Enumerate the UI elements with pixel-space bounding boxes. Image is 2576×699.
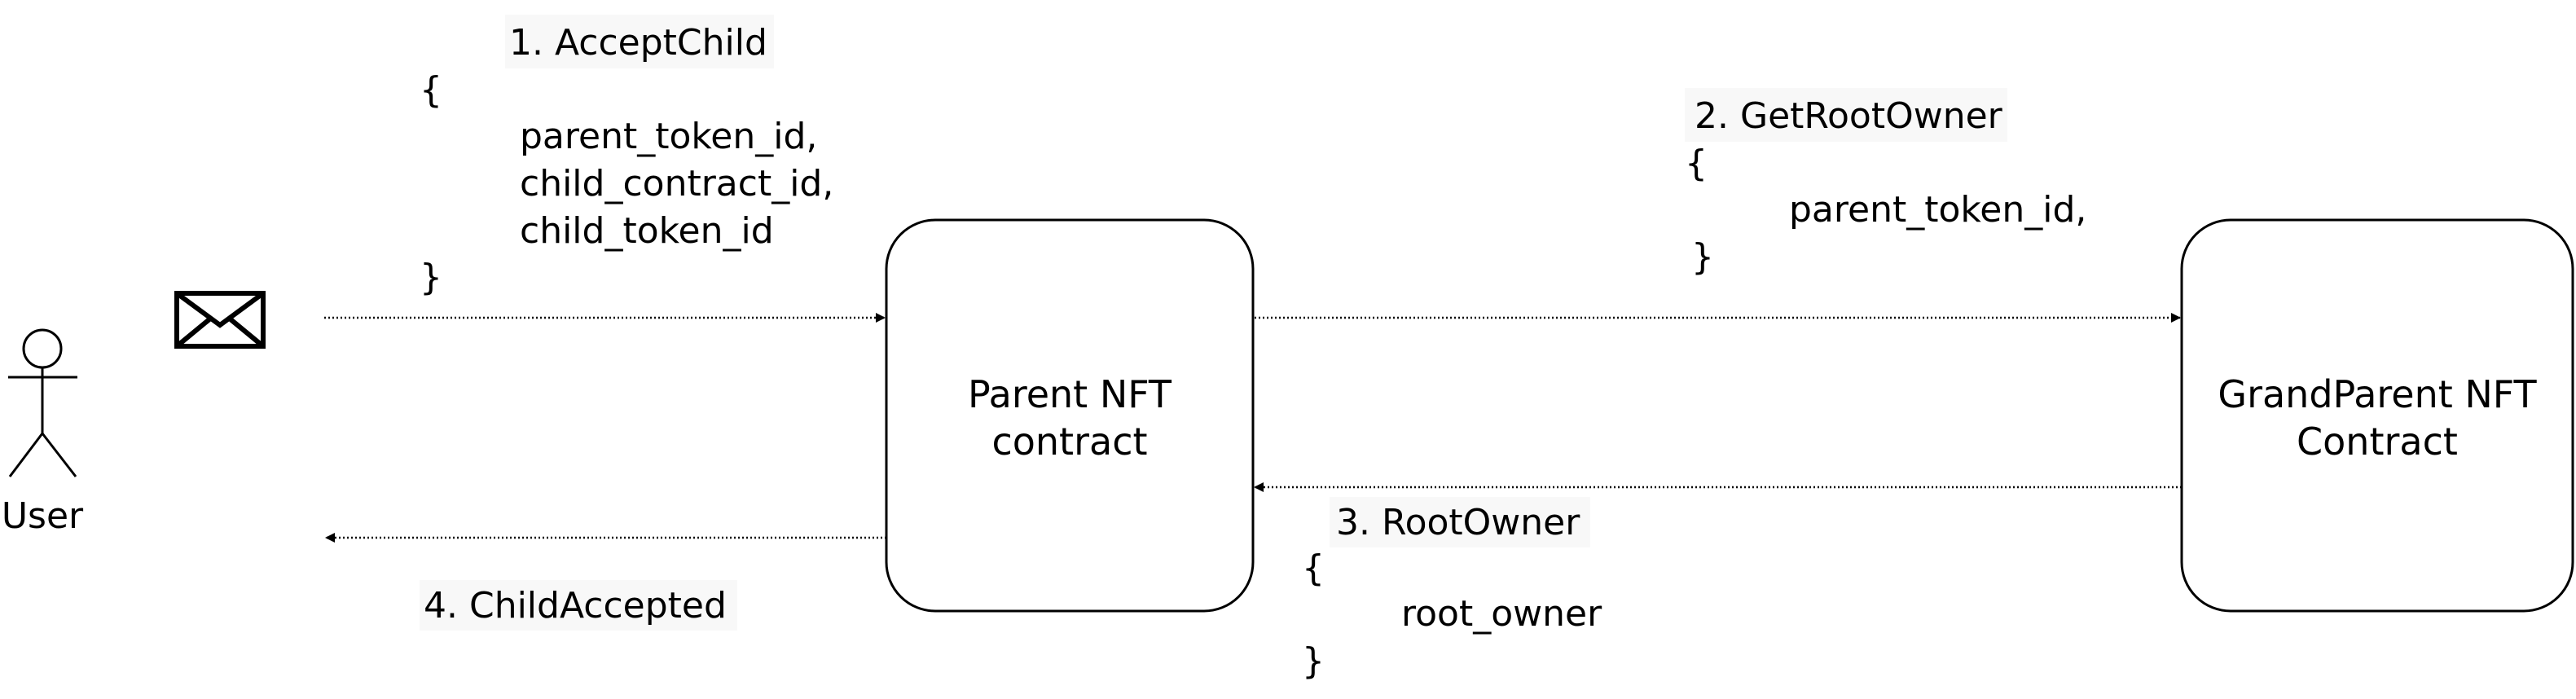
message-root-owner: 3. RootOwner { root_owner } xyxy=(1302,497,1602,682)
user-label: User xyxy=(2,495,84,537)
get-root-owner-field: parent_token_id, xyxy=(1789,189,2086,231)
stick-figure-icon xyxy=(8,328,77,477)
root-owner-field: root_owner xyxy=(1401,593,1602,635)
accept-child-open-brace: { xyxy=(420,69,442,111)
get-root-owner-open-brace: { xyxy=(1685,143,1708,184)
root-owner-title: 3. RootOwner xyxy=(1336,502,1580,543)
accept-child-field: child_token_id xyxy=(520,210,774,252)
message-get-root-owner: 2. GetRootOwner { parent_token_id, } xyxy=(1685,88,2086,278)
parent-nft-contract-node: Parent NFT contract xyxy=(885,218,1255,613)
get-root-owner-close-brace: } xyxy=(1691,236,1714,278)
root-owner-open-brace: { xyxy=(1302,547,1325,589)
user-actor: User xyxy=(2,328,84,537)
accept-child-title: 1. AcceptChild xyxy=(509,22,767,64)
parent-node-label-line1: Parent NFT xyxy=(968,372,1172,416)
accept-child-close-brace: } xyxy=(420,257,442,298)
accept-child-field: parent_token_id, xyxy=(520,116,817,157)
accept-child-field: child_contract_id, xyxy=(520,163,833,204)
root-owner-close-brace: } xyxy=(1302,640,1325,682)
grandparent-node-label-line2: Contract xyxy=(2297,420,2458,464)
message-child-accepted: 4. ChildAccepted xyxy=(420,580,737,631)
envelope-icon xyxy=(174,291,266,349)
get-root-owner-title: 2. GetRootOwner xyxy=(1695,95,2003,137)
message-accept-child: 1. AcceptChild { parent_token_id, child_… xyxy=(420,15,833,298)
grandparent-node-label-line1: GrandParent NFT xyxy=(2218,372,2537,416)
child-accepted-title: 4. ChildAccepted xyxy=(424,585,727,626)
grandparent-nft-contract-node: GrandParent NFT Contract xyxy=(2180,218,2574,613)
parent-node-label-line2: contract xyxy=(991,420,1147,464)
